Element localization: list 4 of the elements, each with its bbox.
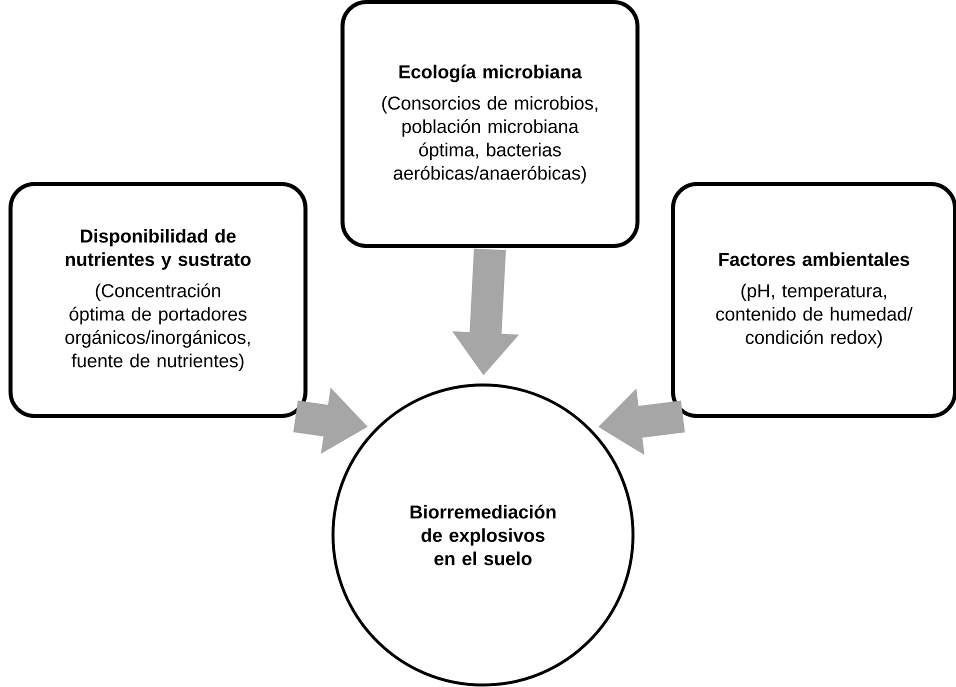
circle-node: Biorremediación de explosivos en el suelo: [332, 384, 634, 686]
rounded-box: Factores ambientales (pH, temperatura, contenido de humedad/ condición redox): [671, 182, 956, 418]
rounded-box: Ecología microbiana (Consorcios de microbios, población microbiana óptima, bacterias aeróbicas/anaeróbicas): [340, 0, 640, 248]
rounded-box: Disponibilidad de nutrientes y sustrato (Concentración óptima de portadores orgánicos/inorgánicos, fuente de nutrientes): [8, 182, 308, 418]
